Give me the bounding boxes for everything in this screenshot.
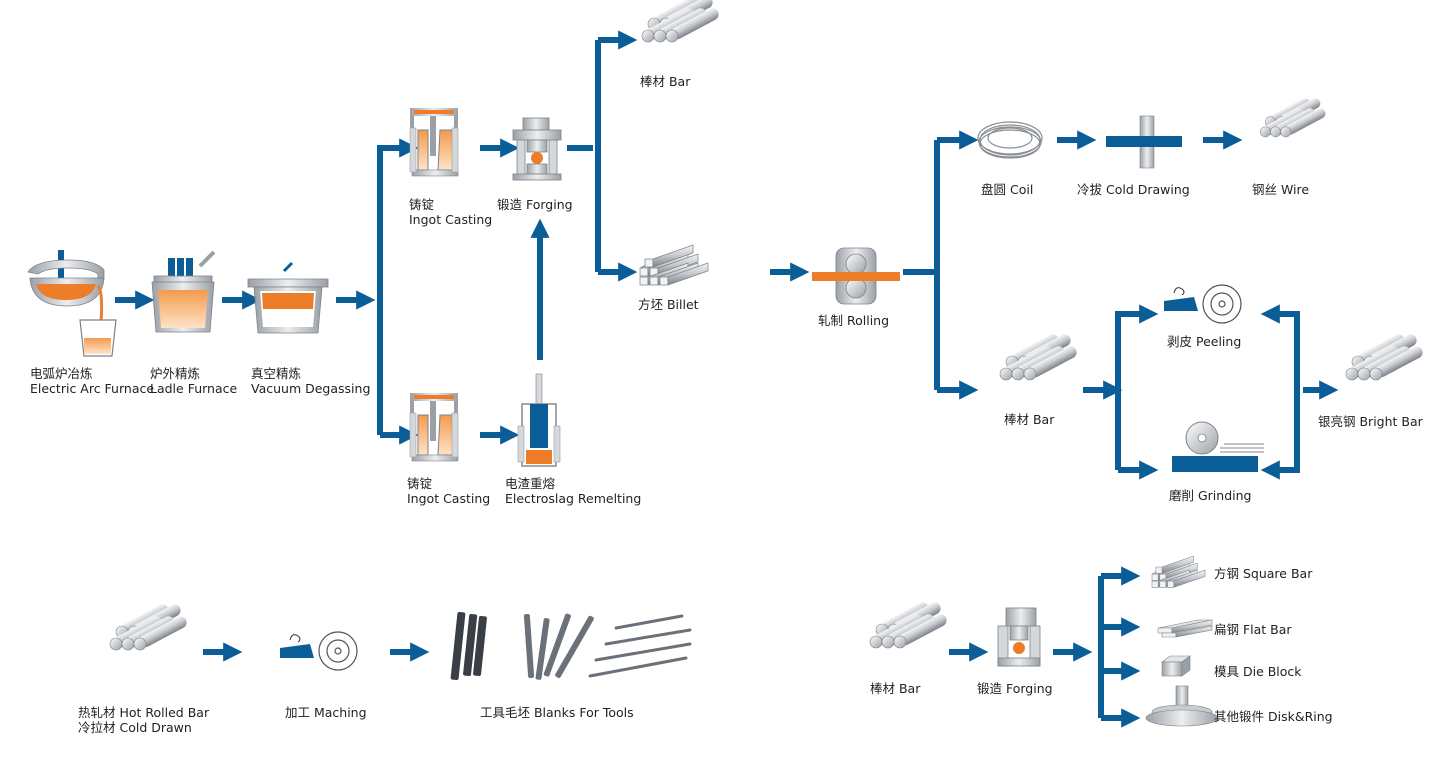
- step-label-cold-drawing: 冷拔 Cold Drawing: [1077, 182, 1190, 197]
- step-label-bright-bar: 银亮钢 Bright Bar: [1318, 414, 1423, 429]
- wire-coil-icon: [977, 121, 1043, 159]
- step-label-billet: 方坯 Billet: [638, 297, 699, 312]
- vacuum-degassing-icon: [247, 261, 329, 334]
- electroslag-remelting-icon: [517, 373, 561, 467]
- step-label-forging-top: 锻造 Forging: [497, 197, 573, 212]
- step-label-bar-mid: 棒材 Bar: [1004, 412, 1055, 427]
- step-label-vacuum-degassing: 真空精炼 Vacuum Degassing: [251, 366, 371, 396]
- step-label-square-bar: 方钢 Square Bar: [1214, 566, 1313, 581]
- step-label-peeling: 剥皮 Peeling: [1167, 334, 1242, 349]
- step-label-die-block: 模具 Die Block: [1214, 664, 1302, 679]
- flow-connectors: [115, 30, 1339, 728]
- bright-bar-bundle-icon: [1345, 331, 1426, 381]
- step-label-blanks-for-tools: 工具毛坯 Blanks For Tools: [480, 705, 634, 720]
- cold-drawing-icon: [1106, 115, 1182, 169]
- disk-ring-icon: [1145, 685, 1219, 727]
- step-label-coil: 盘圆 Coil: [981, 182, 1034, 197]
- step-label-bar-bottom: 棒材 Bar: [870, 681, 921, 696]
- tool-blanks-icon: [450, 611, 692, 681]
- round-bar-bundle-icon: [869, 599, 950, 649]
- step-label-grinding: 磨削 Grinding: [1169, 488, 1252, 503]
- ingot-casting-icon: [409, 107, 459, 177]
- step-label-disk-ring: 其他锻件 Disk&Ring: [1214, 709, 1333, 724]
- ingot-casting-icon: [409, 392, 459, 462]
- step-label-ladle-furnace: 炉外精炼 Ladle Furnace: [150, 366, 238, 396]
- electric-arc-furnace-icon: [27, 250, 117, 357]
- billet-stack-icon: [639, 244, 709, 286]
- ladle-furnace-icon: [151, 250, 216, 333]
- step-label-hot-rolled-bar: 热轧材 Hot Rolled Bar 冷拉材 Cold Drawn: [78, 705, 210, 735]
- machining-icon: [279, 631, 358, 671]
- step-label-bar-top: 棒材 Bar: [640, 74, 691, 89]
- round-bar-bundle-icon: [641, 0, 722, 43]
- flat-bar-icon: [1157, 619, 1213, 638]
- peeling-icon: [1163, 284, 1242, 324]
- square-bar-icon: [1151, 555, 1206, 588]
- forging-press-icon: [512, 117, 562, 181]
- step-label-maching: 加工 Maching: [285, 705, 367, 720]
- step-label-ingot-casting-bottom: 铸锭 Ingot Casting: [407, 476, 491, 506]
- hot-rolled-bar-icon: [109, 601, 190, 651]
- die-block-icon: [1161, 655, 1191, 677]
- step-label-electric-arc-furnace: 电弧炉冶炼 Electric Arc Furnace: [30, 366, 155, 396]
- wire-bundle-icon: [1259, 96, 1328, 138]
- forging-icon: [997, 607, 1041, 667]
- grinding-icon: [1172, 421, 1264, 472]
- rolling-mill-icon: [812, 247, 900, 305]
- step-label-ingot-casting-top: 铸锭 Ingot Casting: [409, 197, 493, 227]
- round-bar-bundle-icon: [999, 331, 1080, 381]
- step-label-flat-bar: 扁钢 Flat Bar: [1214, 622, 1292, 637]
- step-label-rolling: 轧制 Rolling: [818, 313, 890, 328]
- step-label-forging-bottom: 锻造 Forging: [977, 681, 1053, 696]
- step-label-wire: 钢丝 Wire: [1252, 182, 1310, 197]
- step-label-electroslag-remelting: 电渣重熔 Electroslag Remelting: [505, 476, 642, 506]
